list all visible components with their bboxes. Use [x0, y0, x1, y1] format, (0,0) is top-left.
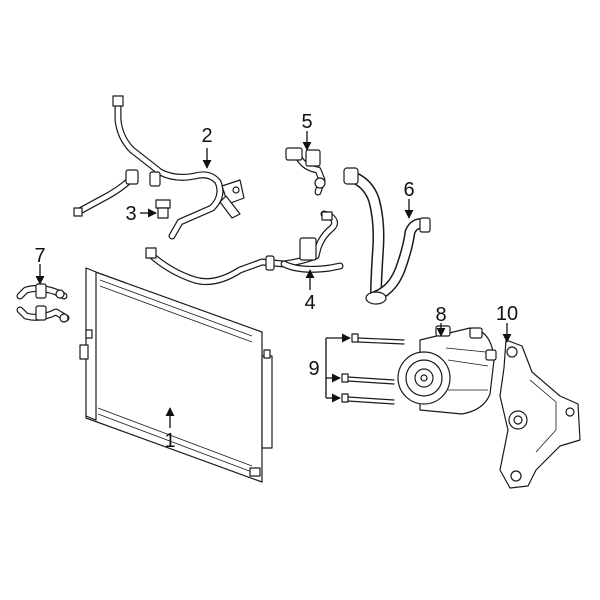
ac-line-2-icon [73, 95, 245, 240]
bolt-1 [351, 333, 405, 345]
callout-4: 4 [304, 292, 315, 314]
callout-8: 8 [435, 304, 446, 326]
callout-10: 10 [496, 303, 518, 325]
fitting-icon [285, 147, 326, 196]
callout-3: 3 [125, 203, 136, 225]
bolt-3 [341, 393, 395, 405]
callout-2: 2 [201, 125, 212, 147]
leader-lines [35, 131, 512, 428]
callout-5: 5 [301, 111, 312, 133]
ac-line-4-icon [145, 210, 344, 286]
callout-labels: 1 2 3 4 5 6 7 8 9 10 [34, 111, 518, 452]
hose-icon [343, 167, 431, 305]
callout-1: 1 [164, 430, 175, 452]
callout-7: 7 [34, 245, 45, 267]
bolt-icon [341, 333, 405, 405]
leader-9 [325, 333, 351, 403]
compressor-icon [397, 325, 497, 415]
pressure-switch-icon [155, 199, 171, 219]
bolt-2 [341, 373, 395, 385]
tube-icon [16, 283, 70, 323]
callout-9: 9 [308, 358, 319, 380]
callout-6: 6 [403, 179, 414, 201]
bracket-icon [499, 339, 581, 489]
condenser-icon [79, 267, 273, 483]
